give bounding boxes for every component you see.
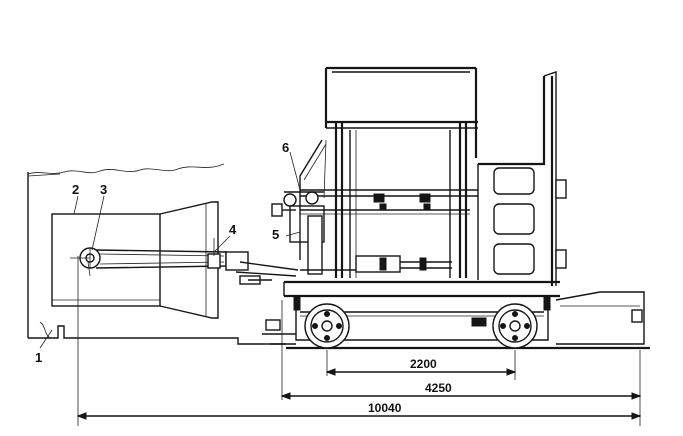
hydraulic-unit <box>271 139 452 275</box>
label-3: 3 <box>100 182 107 197</box>
label-1: 1 <box>35 350 42 365</box>
dimension-10040: 10040 <box>368 401 402 415</box>
front-wheel <box>304 303 350 349</box>
dimension-2200: 2200 <box>410 357 437 371</box>
label-4: 4 <box>229 222 237 237</box>
label-6: 6 <box>282 140 289 155</box>
rock-face <box>27 163 286 345</box>
label-2: 2 <box>72 182 79 197</box>
dimension-4250: 4250 <box>425 381 452 395</box>
dimension-lines <box>76 256 642 426</box>
boom-arm <box>95 238 299 285</box>
cabin-frame <box>299 66 567 286</box>
leader-lines <box>39 151 301 349</box>
cutter-head <box>51 201 219 319</box>
label-5: 5 <box>272 227 279 242</box>
rear-wheel <box>492 303 538 349</box>
